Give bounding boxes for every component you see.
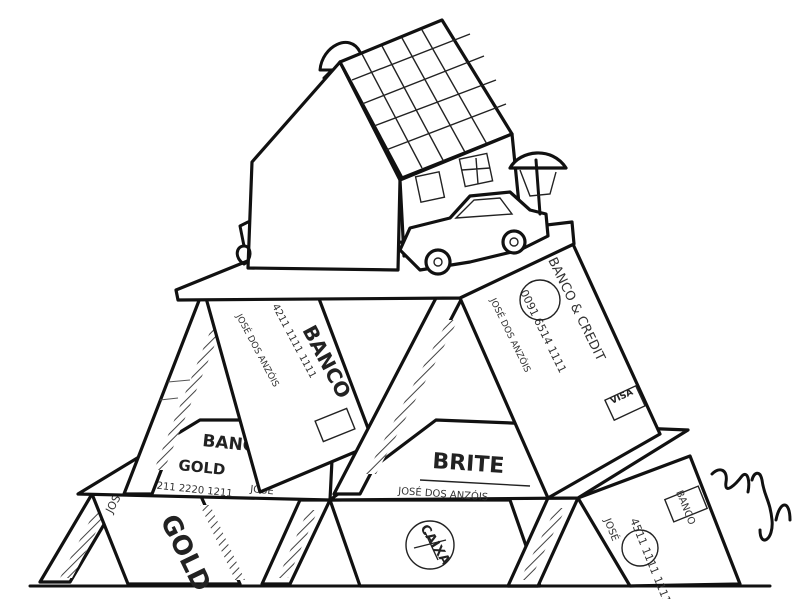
house-drawing [235, 18, 568, 276]
car-icon [398, 190, 550, 276]
card-bottom-mid: CAIXA [328, 498, 542, 588]
bottom-row-cards: JOSÉ GOLD CAIXA BANCO 4511 1111 1111 JOS… [38, 454, 742, 599]
card-bottom-left: JOSÉ GOLD [90, 486, 245, 596]
card-bottom-right: BANCO 4511 1111 1111 JOSÉ [576, 454, 742, 599]
upper-row-cards: BANCO 4211 1111 1111 JOSÉ DOS ANZÓIS BAN… [122, 240, 662, 500]
bicycle-icon [235, 220, 252, 266]
card-tier-text: GOLD [178, 456, 227, 479]
window-icon [458, 152, 494, 188]
artist-signature: nigu [710, 468, 792, 561]
signature-text: nigu [760, 559, 763, 561]
umbrella-icon [508, 151, 568, 216]
card-bank-text: BRITE [432, 449, 506, 479]
card-top-left: BANCO 4211 1111 1111 JOSÉ DOS ANZÓIS [204, 294, 376, 494]
window-icon [414, 170, 446, 204]
